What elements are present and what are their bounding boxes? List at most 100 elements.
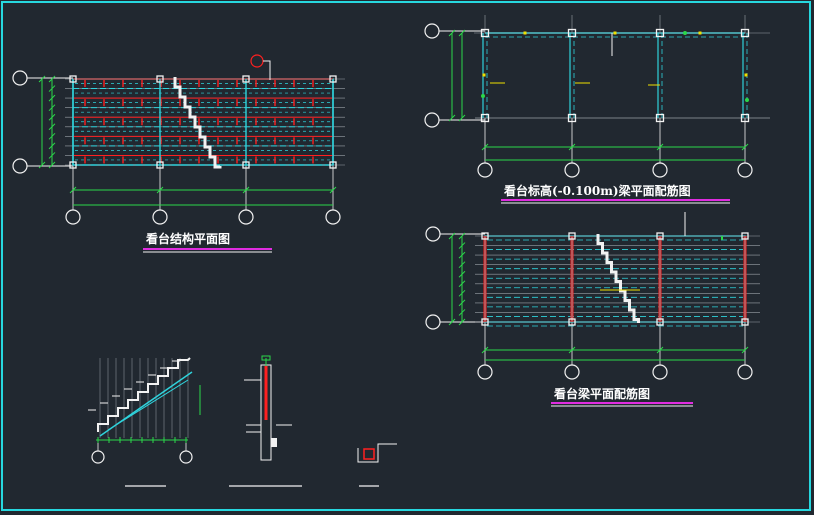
axis-bubble-top	[12, 70, 28, 86]
annotation-marker	[482, 73, 486, 77]
axis-bubble	[652, 162, 668, 178]
dimension-tick	[48, 113, 56, 121]
axis-bubble-bottom	[12, 158, 28, 174]
dimension-tick	[568, 143, 576, 151]
column-marker	[69, 75, 77, 83]
dimension-tick	[48, 94, 56, 102]
beam-plan-elevation-title: 看台标高(-0.100m)梁平面配筋图	[504, 183, 691, 198]
section-outline	[357, 443, 397, 463]
dimension-tick	[458, 270, 466, 278]
column-marker	[329, 75, 337, 83]
small-section-detail	[357, 443, 397, 487]
dimension-tick	[458, 280, 466, 288]
annotation-marker	[698, 31, 702, 35]
dimension-tick	[458, 29, 466, 37]
stair-break-line	[596, 234, 640, 323]
dimension-tick	[458, 299, 466, 307]
beam-plan-elevation-drawing	[424, 15, 770, 178]
axis-bubble	[179, 450, 193, 464]
dimension-tick	[458, 114, 466, 122]
column-marker	[156, 161, 164, 169]
stair-section-detail	[88, 357, 201, 487]
axis-bubble	[737, 162, 753, 178]
dimension-tick	[48, 132, 56, 140]
dimension-tick	[458, 242, 466, 249]
axis-bubble-bottom	[425, 314, 441, 330]
dimension-tick	[48, 85, 56, 92]
annotation-marker	[523, 31, 527, 35]
column-marker	[481, 232, 489, 240]
column-marker	[656, 318, 664, 326]
dimension-tick	[448, 114, 456, 122]
column-marker	[69, 161, 77, 169]
annotation-dot	[683, 31, 687, 35]
dimension-tick	[48, 123, 56, 131]
section-mark-leader	[263, 60, 271, 80]
column-marker	[656, 232, 664, 240]
column-marker	[655, 113, 665, 123]
beam-plan-drawing	[425, 212, 760, 380]
dimension-tick	[38, 75, 46, 83]
dimension-tick	[48, 104, 56, 112]
dimension-tick	[568, 346, 576, 354]
axis-bubble-top	[425, 226, 441, 242]
annotation-marker	[613, 31, 617, 35]
dimension-tick	[48, 152, 56, 159]
section-box	[363, 448, 375, 460]
dimension-tick	[48, 161, 56, 169]
dimension-tick	[458, 232, 466, 240]
axis-bubble	[564, 364, 580, 380]
axis-bubble	[564, 162, 580, 178]
dimension-tick	[458, 318, 466, 326]
column-marker	[655, 28, 665, 38]
section-mark-circle	[250, 54, 264, 68]
dimension-tick	[69, 186, 77, 194]
axis-bubble	[152, 209, 168, 225]
dimension-tick	[741, 346, 749, 354]
stair-break-line	[173, 77, 222, 169]
axis-bubble	[65, 209, 81, 225]
column-marker	[567, 28, 577, 38]
structure-plan-title: 看台结构平面图	[146, 231, 230, 246]
dimension-tick	[481, 346, 489, 354]
stair-profile	[97, 357, 191, 432]
column-marker	[481, 318, 489, 326]
column-marker	[568, 318, 576, 326]
axis-bubble	[91, 450, 105, 464]
dimension-tick	[458, 251, 466, 259]
axis-bubble	[652, 364, 668, 380]
column-marker	[329, 161, 337, 169]
annotation-marker	[744, 73, 748, 77]
dimension-tick	[458, 289, 466, 297]
column-section-detail	[229, 355, 302, 487]
dimension-tick	[48, 142, 56, 150]
dimension-tick	[741, 143, 749, 151]
dimension-tick	[448, 232, 456, 240]
column-marker	[480, 113, 490, 123]
dimension-tick	[448, 318, 456, 326]
dimension-tick	[656, 143, 664, 151]
column-marker	[480, 28, 490, 38]
top-marker	[261, 355, 271, 361]
column-marker	[741, 318, 749, 326]
column-marker	[242, 75, 250, 83]
beam-plan-title: 看台梁平面配筋图	[554, 386, 650, 401]
dimension-tick	[329, 186, 337, 194]
axis-bubble	[477, 364, 493, 380]
dimension-tick	[656, 346, 664, 354]
dimension-tick	[458, 309, 466, 316]
dimension-tick	[448, 29, 456, 37]
dimension-tick	[38, 161, 46, 169]
column-marker	[567, 113, 577, 123]
axis-bubble	[325, 209, 341, 225]
axis-bubble-bottom	[424, 112, 440, 128]
axis-bubble	[737, 364, 753, 380]
column-marker	[156, 75, 164, 83]
annotation-dot	[745, 98, 749, 102]
column-marker	[741, 232, 749, 240]
axis-bubble	[238, 209, 254, 225]
base-block	[271, 438, 277, 447]
axis-bubble-top	[424, 23, 440, 39]
column-marker	[740, 28, 750, 38]
